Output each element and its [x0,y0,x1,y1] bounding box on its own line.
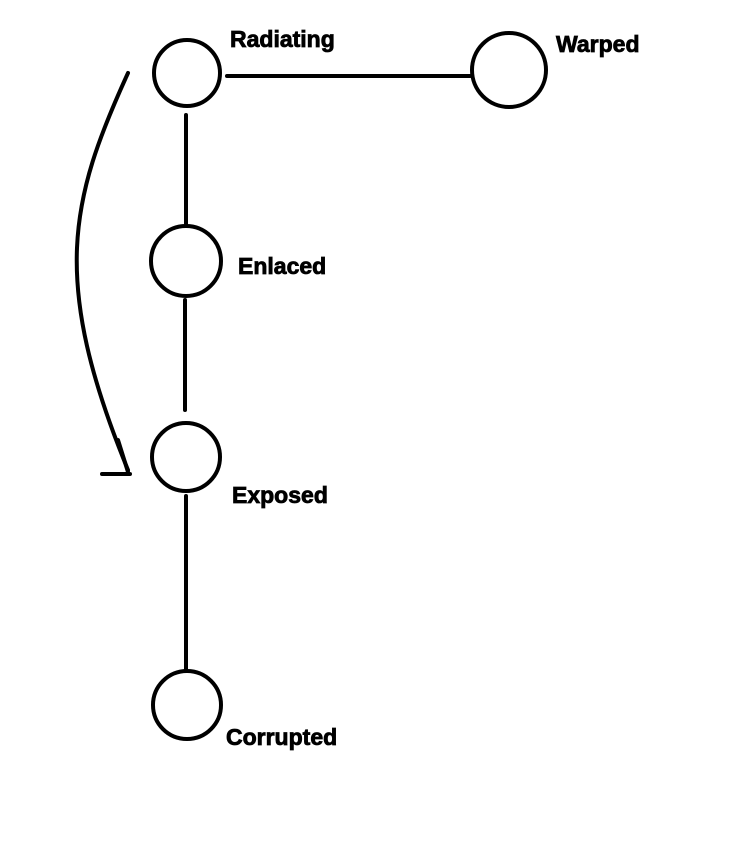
node-warped-label: Warped [556,31,640,57]
node-enlaced-circle [149,224,223,298]
node-enlaced: Enlaced [149,224,327,298]
node-corrupted: Corrupted [151,669,338,750]
node-exposed-label: Exposed [232,482,328,508]
arrow-head-icon [100,438,132,476]
curved-arrow [74,71,130,472]
node-warped: Warped [470,31,640,109]
node-radiating: Radiating [152,26,335,108]
node-exposed-circle [150,421,222,493]
node-enlaced-label: Enlaced [238,253,326,279]
node-radiating-label: Radiating [230,26,335,52]
node-corrupted-label: Corrupted [226,724,337,750]
node-exposed: Exposed [150,421,328,508]
node-radiating-circle [152,38,222,108]
node-warped-circle [470,31,548,109]
node-corrupted-circle [151,669,223,741]
